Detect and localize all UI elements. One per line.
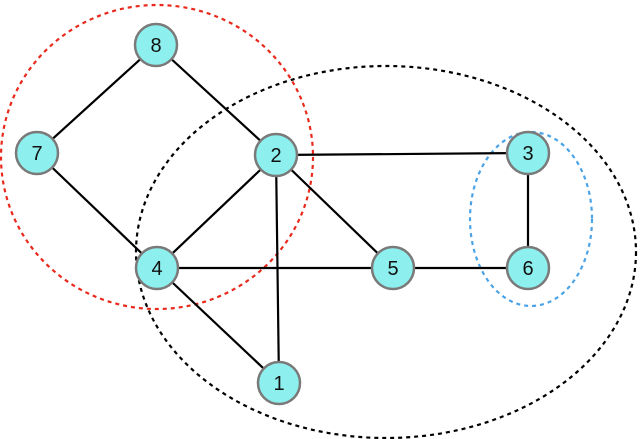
node-circle xyxy=(253,132,299,178)
node-circle xyxy=(133,22,179,68)
node-label: 6 xyxy=(522,258,533,280)
node-label: 7 xyxy=(31,143,42,165)
node-8: 8 xyxy=(133,22,179,68)
blue-group-outline xyxy=(468,130,594,308)
node-4: 4 xyxy=(134,245,180,291)
black-group-outline xyxy=(134,64,638,439)
node-6: 6 xyxy=(505,245,551,291)
node-circle xyxy=(505,130,551,176)
edge-n8-n2 xyxy=(155,44,277,156)
node-5: 5 xyxy=(370,245,416,291)
node-7: 7 xyxy=(14,130,60,176)
edge-n2-n5 xyxy=(275,154,394,269)
red-group-outline xyxy=(0,3,315,311)
graph-edges xyxy=(36,44,530,384)
node-label: 3 xyxy=(522,143,533,165)
node-label: 1 xyxy=(273,373,284,395)
edge-n2-n4 xyxy=(156,154,277,269)
node-circle xyxy=(370,245,416,291)
edge-n2-n3 xyxy=(275,151,529,157)
node-circle xyxy=(256,360,302,406)
edge-n7-n4 xyxy=(36,152,158,269)
node-label: 4 xyxy=(151,258,162,280)
node-label: 2 xyxy=(270,145,281,167)
edge-n4-n1 xyxy=(156,267,280,384)
node-label: 5 xyxy=(387,258,398,280)
node-2: 2 xyxy=(253,132,299,178)
node-circle xyxy=(134,245,180,291)
node-label: 8 xyxy=(150,35,161,57)
node-1: 1 xyxy=(256,360,302,406)
graph-nodes: 1 2 3 4 5 6 7 8 xyxy=(14,22,551,406)
group-outlines xyxy=(0,3,638,439)
node-3: 3 xyxy=(505,130,551,176)
node-circle xyxy=(14,130,60,176)
node-circle xyxy=(505,245,551,291)
edge-n8-n7 xyxy=(36,44,157,154)
